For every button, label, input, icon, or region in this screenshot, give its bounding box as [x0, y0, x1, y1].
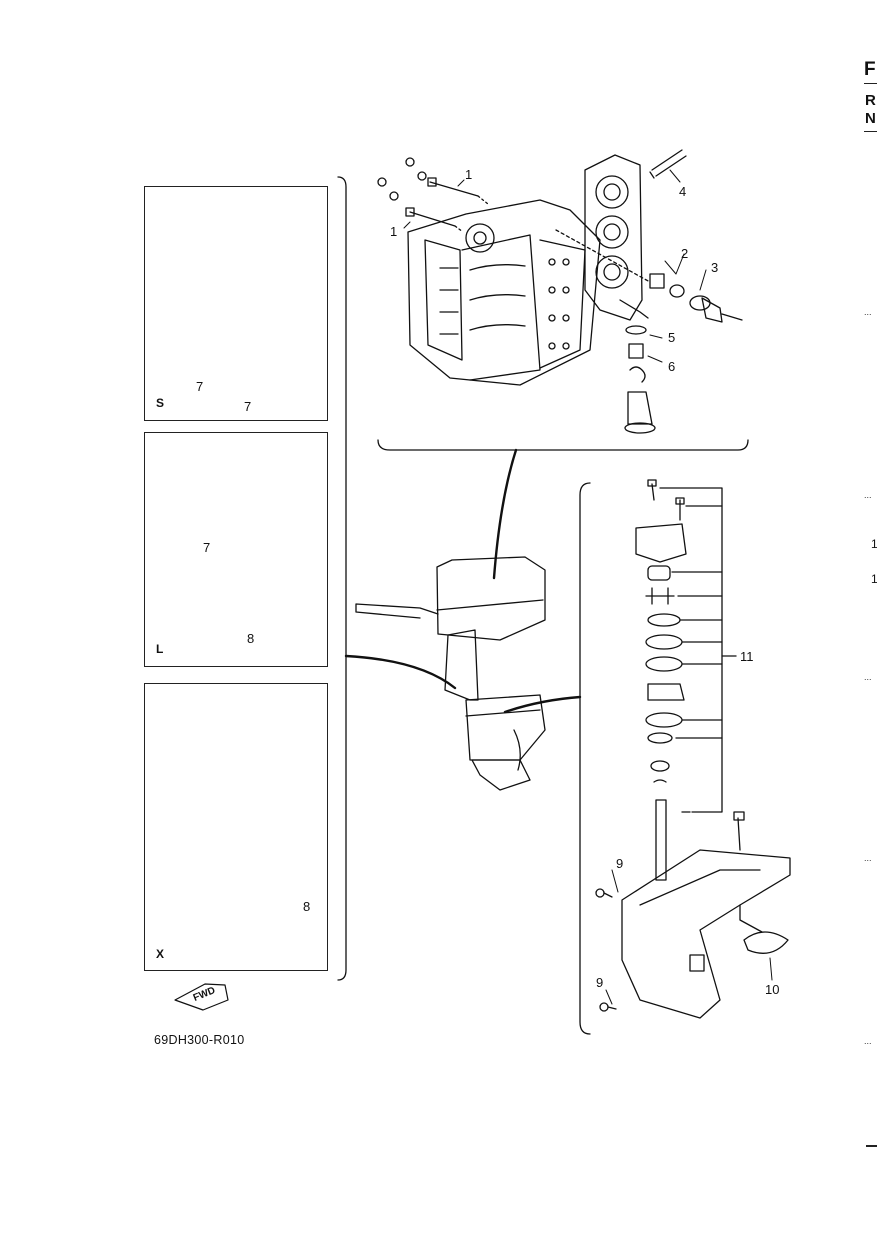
powerhead-callout: 1 [390, 224, 398, 239]
powerhead-callout: 2 [681, 246, 689, 261]
powerhead-callout: 5 [668, 330, 676, 345]
margin-tick: ... [864, 490, 872, 500]
panel-x-callout: 8 [303, 899, 311, 914]
figure-code: 69DH300-R010 [154, 1033, 245, 1047]
powerhead-callout: 3 [711, 260, 719, 275]
panel-l: L [144, 432, 328, 667]
panel-x-letter: X [156, 947, 165, 961]
gear-case-drawing [595, 811, 791, 1019]
margin-number: 1 [871, 572, 877, 586]
panel-s-letter: S [156, 396, 165, 410]
panel-x: X [144, 683, 328, 971]
panel-l-letter: L [156, 642, 164, 656]
powerhead-callout: 6 [668, 359, 676, 374]
lower-unit-callout: 10 [765, 982, 780, 997]
powerhead-group-bracket [377, 439, 749, 451]
margin-rule [864, 83, 877, 84]
margin-number: 1 [871, 537, 877, 551]
lower-unit-callout: 9 [616, 856, 624, 871]
powerhead-callout: 4 [679, 184, 687, 199]
margin-heading: N [865, 110, 876, 127]
water-pump-drawing [635, 479, 737, 881]
margin-rule [866, 1145, 877, 1147]
fwd-arrow-shape [174, 983, 229, 1011]
panel-s-callout: 7 [196, 379, 204, 394]
margin-tick: ... [864, 307, 872, 317]
panel-s: S [144, 186, 328, 421]
margin-tick: ... [864, 853, 872, 863]
outboard-motor-drawing [355, 556, 546, 791]
margin-heading: F [864, 59, 876, 80]
cylinder-head-drawing [584, 154, 643, 321]
panel-l-callout: 8 [247, 631, 255, 646]
lower-unit-bracket [579, 482, 591, 1035]
margin-tick: ... [864, 672, 872, 682]
lower-unit-callout: 11 [740, 649, 754, 664]
powerhead-callout: 1 [465, 167, 473, 182]
margin-tick: ... [864, 1036, 872, 1046]
lower-unit-callout: 9 [596, 975, 604, 990]
panel-s-callout: 7 [244, 399, 252, 414]
margin-rule [864, 131, 877, 132]
panel-l-callout: 7 [203, 540, 211, 555]
panel-group-bracket [337, 176, 347, 981]
cylinder-block-drawing [407, 199, 601, 386]
margin-heading: R [865, 92, 876, 109]
